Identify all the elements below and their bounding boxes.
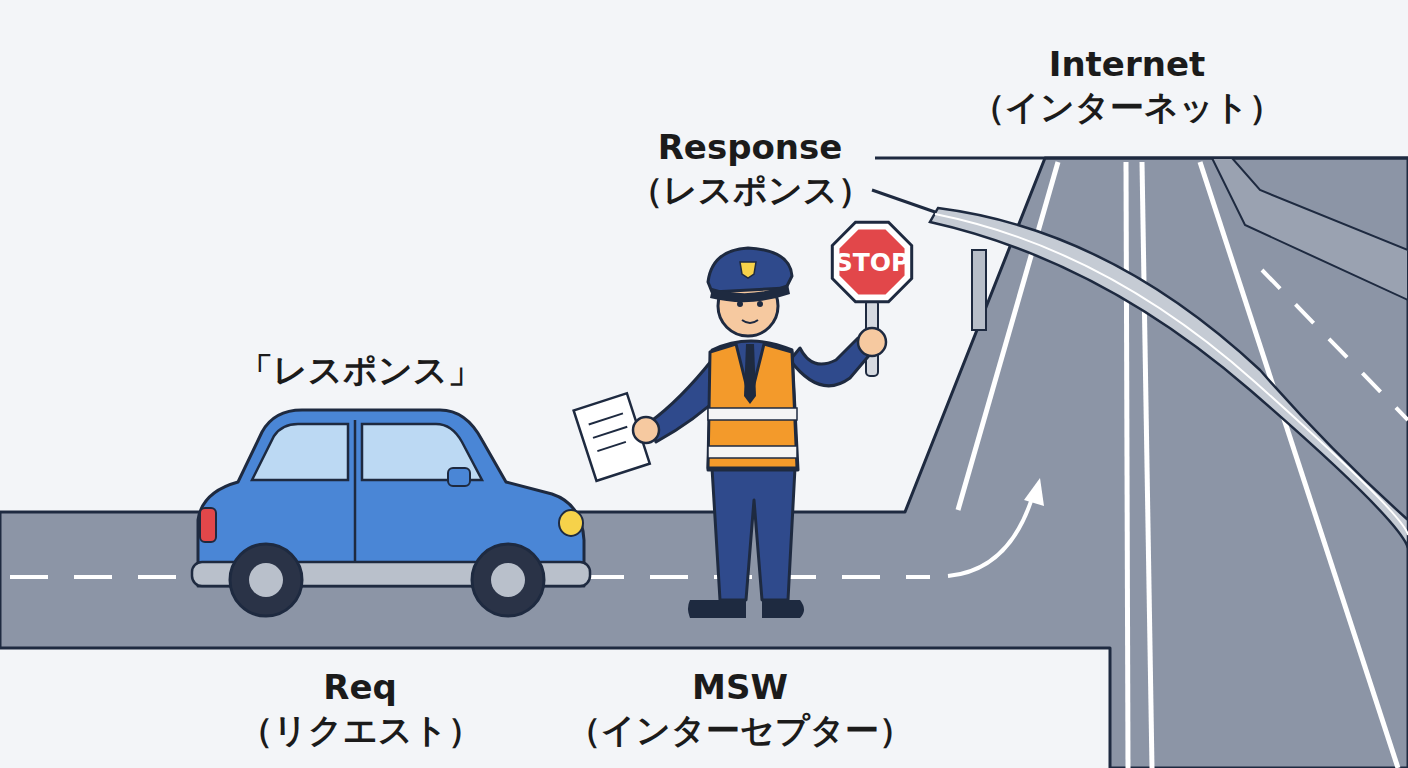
- stop-sign: STOP: [826, 216, 918, 308]
- paper-line: [589, 413, 623, 424]
- tail-light: [200, 508, 216, 542]
- part-label: Response （レスポンス）: [570, 126, 930, 212]
- officer-hand: [858, 328, 886, 356]
- car: [192, 410, 590, 616]
- vest-stripe: [708, 446, 797, 458]
- officer-mouth: [742, 320, 758, 323]
- merge-arrowhead: [1024, 478, 1044, 506]
- officer-hand: [633, 417, 659, 443]
- cap-badge: [740, 262, 756, 278]
- cap-visor: [710, 284, 790, 302]
- right-branch: [1212, 158, 1408, 300]
- safety-vest: [708, 344, 797, 468]
- lane-line: [1142, 162, 1152, 768]
- horizon-line: [875, 157, 1408, 160]
- part-label: MSW （インターセプター）: [540, 666, 940, 752]
- car-window: [252, 424, 348, 480]
- merge-arrow: [948, 495, 1033, 576]
- car-door: [354, 420, 357, 572]
- vest-stripe: [708, 408, 797, 420]
- wheel-hub: [249, 563, 283, 597]
- officer-shoe: [688, 600, 746, 618]
- head-light: [559, 510, 583, 536]
- part-label: 「レスポンス」: [210, 349, 510, 392]
- car-wheel: [472, 544, 544, 616]
- sign-text: STOP: [835, 248, 910, 277]
- leader-line: [872, 190, 935, 212]
- officer-torso: [708, 341, 798, 470]
- road-surface: [0, 158, 1408, 768]
- car-wheel: [230, 544, 302, 616]
- highway: [0, 158, 1408, 768]
- ramp: [930, 208, 1408, 548]
- officer: [574, 248, 886, 618]
- car-mirror: [448, 468, 470, 486]
- paper-line: [597, 442, 626, 451]
- officer-legs: [712, 468, 795, 600]
- officer-shoe: [762, 600, 804, 618]
- wheel-hub: [491, 563, 525, 597]
- lane-line: [1200, 162, 1398, 768]
- part-label: Req （リクエスト）: [230, 666, 490, 752]
- ramp-pillar: [972, 250, 986, 330]
- officer-tie: [744, 344, 756, 404]
- ramp-line: [935, 214, 1408, 535]
- officer-eye: [757, 301, 763, 307]
- lane-line: [1126, 162, 1128, 768]
- paper-line: [593, 427, 627, 438]
- officer-cap: [708, 248, 792, 292]
- part-label: Internet （インターネット）: [937, 43, 1317, 129]
- sign-border: [832, 222, 911, 301]
